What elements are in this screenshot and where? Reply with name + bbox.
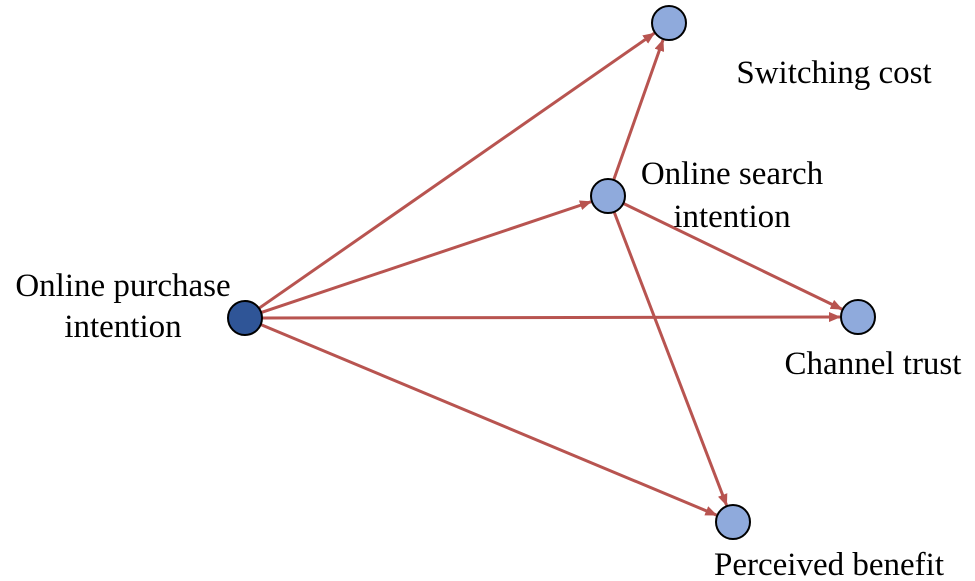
edge-online-purchase-intention-to-perceived-benefit bbox=[258, 322, 718, 517]
label-online-purchase-intention-line-2: intention bbox=[64, 309, 181, 345]
node-labels: Online purchase intention Switching costOn… bbox=[15, 55, 961, 581]
label-channel-trust-line-1: Channel trust bbox=[785, 346, 962, 382]
node-online-search-intention bbox=[590, 178, 626, 214]
label-perceived-benefit-line-1: Perceived benefit bbox=[714, 547, 944, 581]
node-online-purchase-intention bbox=[227, 300, 263, 336]
edge-online-search-intention-to-perceived-benefit bbox=[611, 209, 728, 507]
nodes bbox=[227, 5, 876, 540]
edge-online-purchase-intention-to-switching-cost bbox=[256, 32, 656, 311]
label-switching-cost-line-1: Switching cost bbox=[736, 55, 931, 91]
label-online-search-intention-line-2: intention bbox=[673, 199, 790, 235]
label-online-search-intention-line-1: Online search bbox=[641, 156, 824, 192]
node-channel-trust bbox=[840, 299, 876, 335]
edge-online-search-intention-to-switching-cost bbox=[611, 39, 665, 183]
edge-online-purchase-intention-to-online-search-intention bbox=[258, 200, 592, 315]
node-perceived-benefit bbox=[715, 504, 751, 540]
edge-online-search-intention-to-channel-trust bbox=[620, 201, 843, 311]
label-online-purchase-intention-line-1: Online purchase bbox=[15, 268, 230, 304]
edge-online-purchase-intention-to-channel-trust bbox=[259, 312, 841, 323]
node-switching-cost bbox=[651, 5, 687, 41]
edges bbox=[256, 32, 843, 517]
